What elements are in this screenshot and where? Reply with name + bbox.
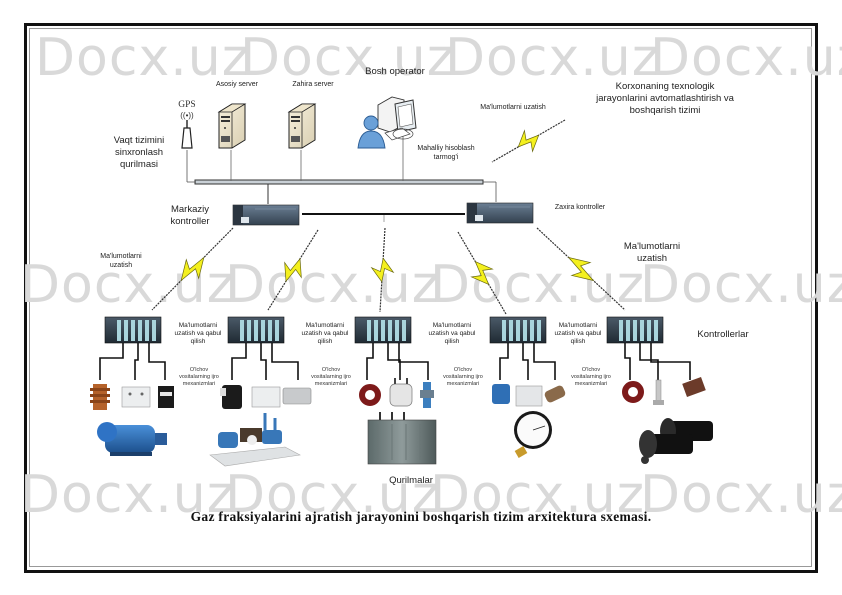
markaziy-kontroller-label: Markaziy kontroller — [170, 204, 210, 227]
data-transfer-label-right: Ma'lumotlarni uzatish — [623, 241, 681, 264]
diagram-caption: Gaz fraksiyalarini ajratish jarayonini b… — [190, 509, 652, 524]
operator-workstation-icon — [357, 96, 417, 149]
gps-signal-icon: ((•)) — [180, 111, 194, 120]
field-controller-rack — [99, 316, 166, 380]
zahira-server-label: Zahira server — [292, 81, 334, 88]
field-device-actuator — [420, 382, 434, 408]
field-device-meter — [282, 387, 312, 405]
backup-controller-plc — [466, 202, 534, 224]
field-controller-rack — [354, 316, 429, 380]
field-device-terminal-block — [682, 377, 706, 397]
bosh-operator-label: Bosh operator — [365, 66, 425, 77]
backup-server-icon — [287, 103, 317, 149]
field-device-current-sensor — [220, 385, 242, 409]
pump-unit-icon — [209, 413, 301, 467]
data-transfer-label-top: Ma'lumotlarni uzatish — [480, 104, 546, 111]
watermark: Docx.uz — [640, 465, 842, 525]
lightning-link-icon — [457, 231, 507, 315]
outer-frame — [24, 23, 818, 573]
field-device-blue-sensor — [492, 384, 510, 404]
field-device-relay-2 — [251, 386, 281, 408]
watermark: Docx.uz — [430, 255, 645, 315]
watermark: Docx.uz — [650, 28, 842, 88]
watermark: Docx.uz — [240, 28, 455, 88]
lightning-link-icon — [151, 227, 234, 311]
gps-label: GPS — [178, 100, 196, 110]
servo-motors-icon — [639, 418, 713, 464]
field-device-contactor — [158, 386, 174, 408]
field-device-relay-3 — [515, 385, 543, 407]
qurilmalar-label: Qurilmalar — [389, 475, 433, 486]
data-transfer-label-left: Ma'lumotlarni uzatish — [100, 253, 142, 269]
watermark: Docx.uz — [225, 465, 440, 525]
main-server-icon — [217, 103, 247, 149]
electric-motor-icon — [97, 422, 167, 456]
zaxira-kontroller-label: Zaxira kontroller — [554, 204, 606, 211]
watermark: Docx.uz — [35, 28, 250, 88]
mahalliy-tarmoq-label: Mahalliy hisoblash tarmog'i — [417, 145, 475, 161]
gps-antenna-icon — [181, 120, 193, 149]
asosiy-server-label: Asosiy server — [215, 81, 258, 88]
field-device-probe — [653, 379, 664, 405]
kontrollerlar-label: Kontrollerlar — [697, 329, 749, 340]
lightning-link-icon — [267, 229, 319, 311]
korxona-tizimi-label: Korxonaning texnologik jarayonlarini avt… — [596, 81, 734, 116]
lightning-link-icon — [370, 227, 395, 313]
field-device-voltage-transformer — [389, 378, 413, 407]
vaqt-tizimi-label: Vaqt tizimini sinxronlash qurilmasi — [113, 135, 165, 170]
network-bus — [186, 135, 497, 204]
lightning-link-icon — [491, 119, 566, 163]
watermark: Docx.uz — [640, 255, 842, 315]
transformer-icon — [367, 412, 437, 465]
field-device-ring-ct-2 — [622, 381, 644, 403]
central-controller-plc — [232, 204, 300, 226]
field-controller-rack — [606, 316, 691, 380]
field-device-rotary-switch — [544, 385, 566, 403]
field-controller-rack — [227, 316, 299, 380]
watermark: Docx.uz — [20, 465, 235, 525]
field-device-ring-ct — [359, 384, 381, 406]
watermark: Docx.uz — [445, 28, 660, 88]
field-device-relay — [121, 386, 151, 408]
pressure-gauge-icon — [514, 411, 552, 458]
field-device-insulator — [90, 384, 110, 410]
lightning-link-icon — [536, 227, 626, 311]
field-controller-rack — [489, 316, 556, 380]
watermark: Docx.uz — [430, 465, 645, 525]
inner-frame — [29, 28, 812, 567]
watermark: Docx.uz — [225, 255, 440, 315]
